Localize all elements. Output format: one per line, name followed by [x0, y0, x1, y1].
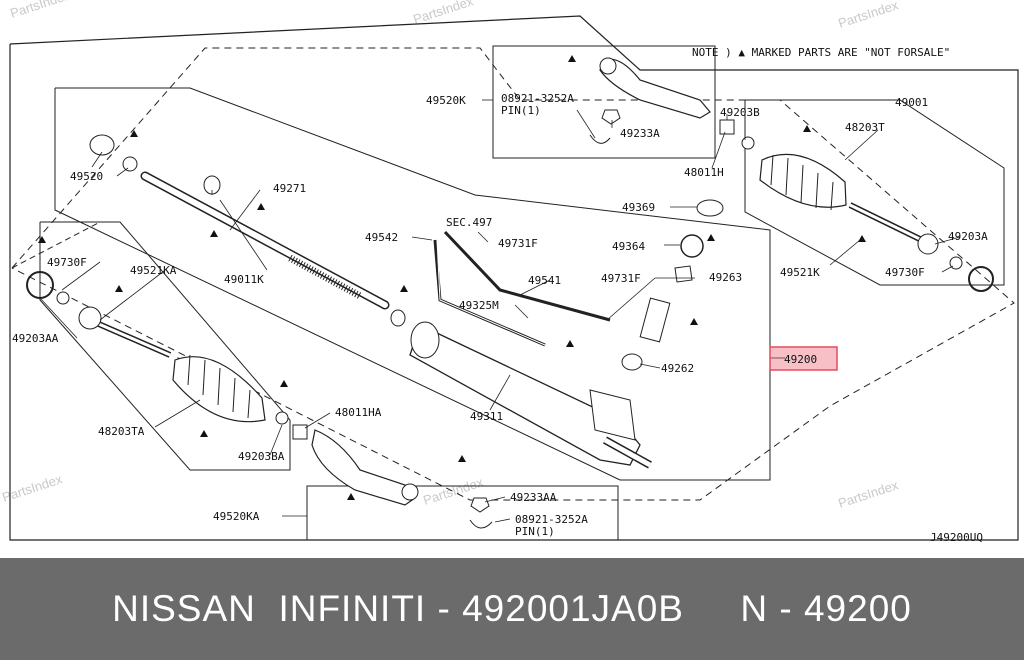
clip-49730f-right [968, 266, 994, 292]
nut-48011ha [292, 424, 308, 440]
label-49203ba[interactable]: 49203BA [238, 450, 285, 463]
ring-49203aa [56, 291, 70, 305]
rack-shaft-inner [142, 173, 388, 308]
feed-tube-a-inner [436, 239, 546, 346]
label-48203t[interactable]: 48203T [845, 121, 885, 134]
label-49203aa[interactable]: 49203AA [12, 332, 59, 345]
castle-nut-49233aa [470, 497, 490, 513]
left-dashed-line [11, 221, 101, 269]
tie-rod-end-bottom-ball [401, 483, 419, 501]
label-49731f-b[interactable]: 49731F [601, 272, 641, 285]
label-pin-top: PIN(1) [501, 104, 541, 117]
inner-tie-rod-right-inner [849, 203, 931, 246]
parts-diagram: PartsIndex PartsIndex PartsIndex PartsIn… [0, 0, 1019, 544]
boot-right [759, 153, 847, 211]
ring-49271-b [390, 309, 406, 327]
pinion-housing [589, 389, 636, 441]
part-number-caption: NISSAN INFINITI - 492001JA0B N - 49200 [112, 588, 912, 629]
label-49233a[interactable]: 49233A [620, 127, 660, 140]
not-for-sale-markers [38, 55, 866, 500]
cover-49369 [696, 199, 724, 217]
bearing-49364 [680, 234, 704, 258]
label-49541[interactable]: 49541 [528, 274, 561, 287]
tie-rod-end-bottom [311, 429, 416, 506]
diagram-svg: PartsIndex PartsIndex PartsIndex PartsIn… [0, 0, 1019, 544]
watermark-top-right: PartsIndex [836, 0, 900, 31]
castle-nut-49233a [601, 109, 621, 125]
label-49263[interactable]: 49263 [709, 271, 742, 284]
label-49520k[interactable]: 49520K [426, 94, 466, 107]
tie-rod-end-box-top [492, 45, 716, 159]
pinion-shaft-inner [603, 437, 652, 468]
label-49011k[interactable]: 49011K [224, 273, 264, 286]
label-49369[interactable]: 49369 [622, 201, 655, 214]
outer-frame [9, 15, 1019, 541]
label-49364[interactable]: 49364 [612, 240, 645, 253]
ball-joint-left [78, 306, 102, 330]
boot-left [172, 354, 266, 423]
diagram-code: J49200UQ [930, 531, 983, 544]
label-49520ka[interactable]: 49520KA [213, 510, 260, 523]
ring-49520 [122, 156, 138, 172]
label-49203b[interactable]: 49203B [720, 106, 760, 119]
label-pin-bottom: PIN(1) [515, 525, 555, 538]
tie-rod-end-top [599, 58, 711, 119]
ball-joint-right [917, 233, 939, 255]
label-49520[interactable]: 49520 [70, 170, 103, 183]
nut-48011h [719, 119, 735, 135]
label-08921-3252a-top[interactable]: 08921-3252A [501, 92, 574, 105]
tie-rod-end-top-ball [599, 57, 617, 75]
label-49271[interactable]: 49271 [273, 182, 306, 195]
label-49730f-left[interactable]: 49730F [47, 256, 87, 269]
label-49731f-a[interactable]: 49731F [498, 237, 538, 250]
watermark-top-left: PartsIndex [8, 0, 72, 21]
label-49325m[interactable]: 49325M [459, 299, 499, 312]
label-48011h[interactable]: 48011H [684, 166, 724, 179]
ring-49203b [741, 136, 755, 150]
label-49730f-right[interactable]: 49730F [885, 266, 925, 279]
label-48203ta[interactable]: 48203TA [98, 425, 145, 438]
label-48011ha[interactable]: 48011HA [335, 406, 382, 419]
label-08921-3252a-bottom[interactable]: 08921-3252A [515, 513, 588, 526]
feed-tube-a [433, 239, 546, 347]
label-49311[interactable]: 49311 [470, 410, 503, 423]
oring-49262 [621, 353, 643, 371]
leader-lines [39, 99, 961, 523]
assembly-dashed-outline [11, 47, 1015, 501]
inner-socket-box-right [744, 99, 1005, 286]
ring-49203ba [275, 411, 289, 425]
label-49542[interactable]: 49542 [365, 231, 398, 244]
label-49001[interactable]: 49001 [895, 96, 928, 109]
rack-teeth [288, 254, 362, 300]
rack-solid-box [54, 87, 771, 481]
label-49521ka[interactable]: 49521KA [130, 264, 177, 277]
label-sec497[interactable]: SEC.497 [446, 216, 492, 229]
bushing-49520 [89, 134, 115, 156]
label-49200[interactable]: 49200 [784, 353, 817, 366]
note-text: NOTE ) ▲ MARKED PARTS ARE "NOT FORSALE" [692, 46, 950, 59]
control-valve [639, 297, 671, 343]
label-49233aa[interactable]: 49233AA [510, 491, 557, 504]
highlight-box-49200[interactable] [769, 346, 838, 371]
label-49203a[interactable]: 49203A [948, 230, 988, 243]
ring-49203a [949, 256, 963, 270]
cotter-pin-bottom [469, 519, 493, 529]
footer-bar: NISSAN INFINITI - 492001JA0B N - 49200 [0, 558, 1024, 660]
tie-rod-end-box-bottom [306, 485, 619, 541]
footer-separator [0, 548, 1024, 558]
cotter-pin-top [589, 134, 611, 144]
housing-end [410, 321, 440, 359]
inner-socket-box-left [39, 221, 291, 471]
label-49521k[interactable]: 49521K [780, 266, 820, 279]
watermark-bottom-right: PartsIndex [836, 477, 900, 511]
seal-49263 [674, 265, 693, 283]
label-49262[interactable]: 49262 [661, 362, 694, 375]
feed-tube-b [443, 230, 611, 322]
